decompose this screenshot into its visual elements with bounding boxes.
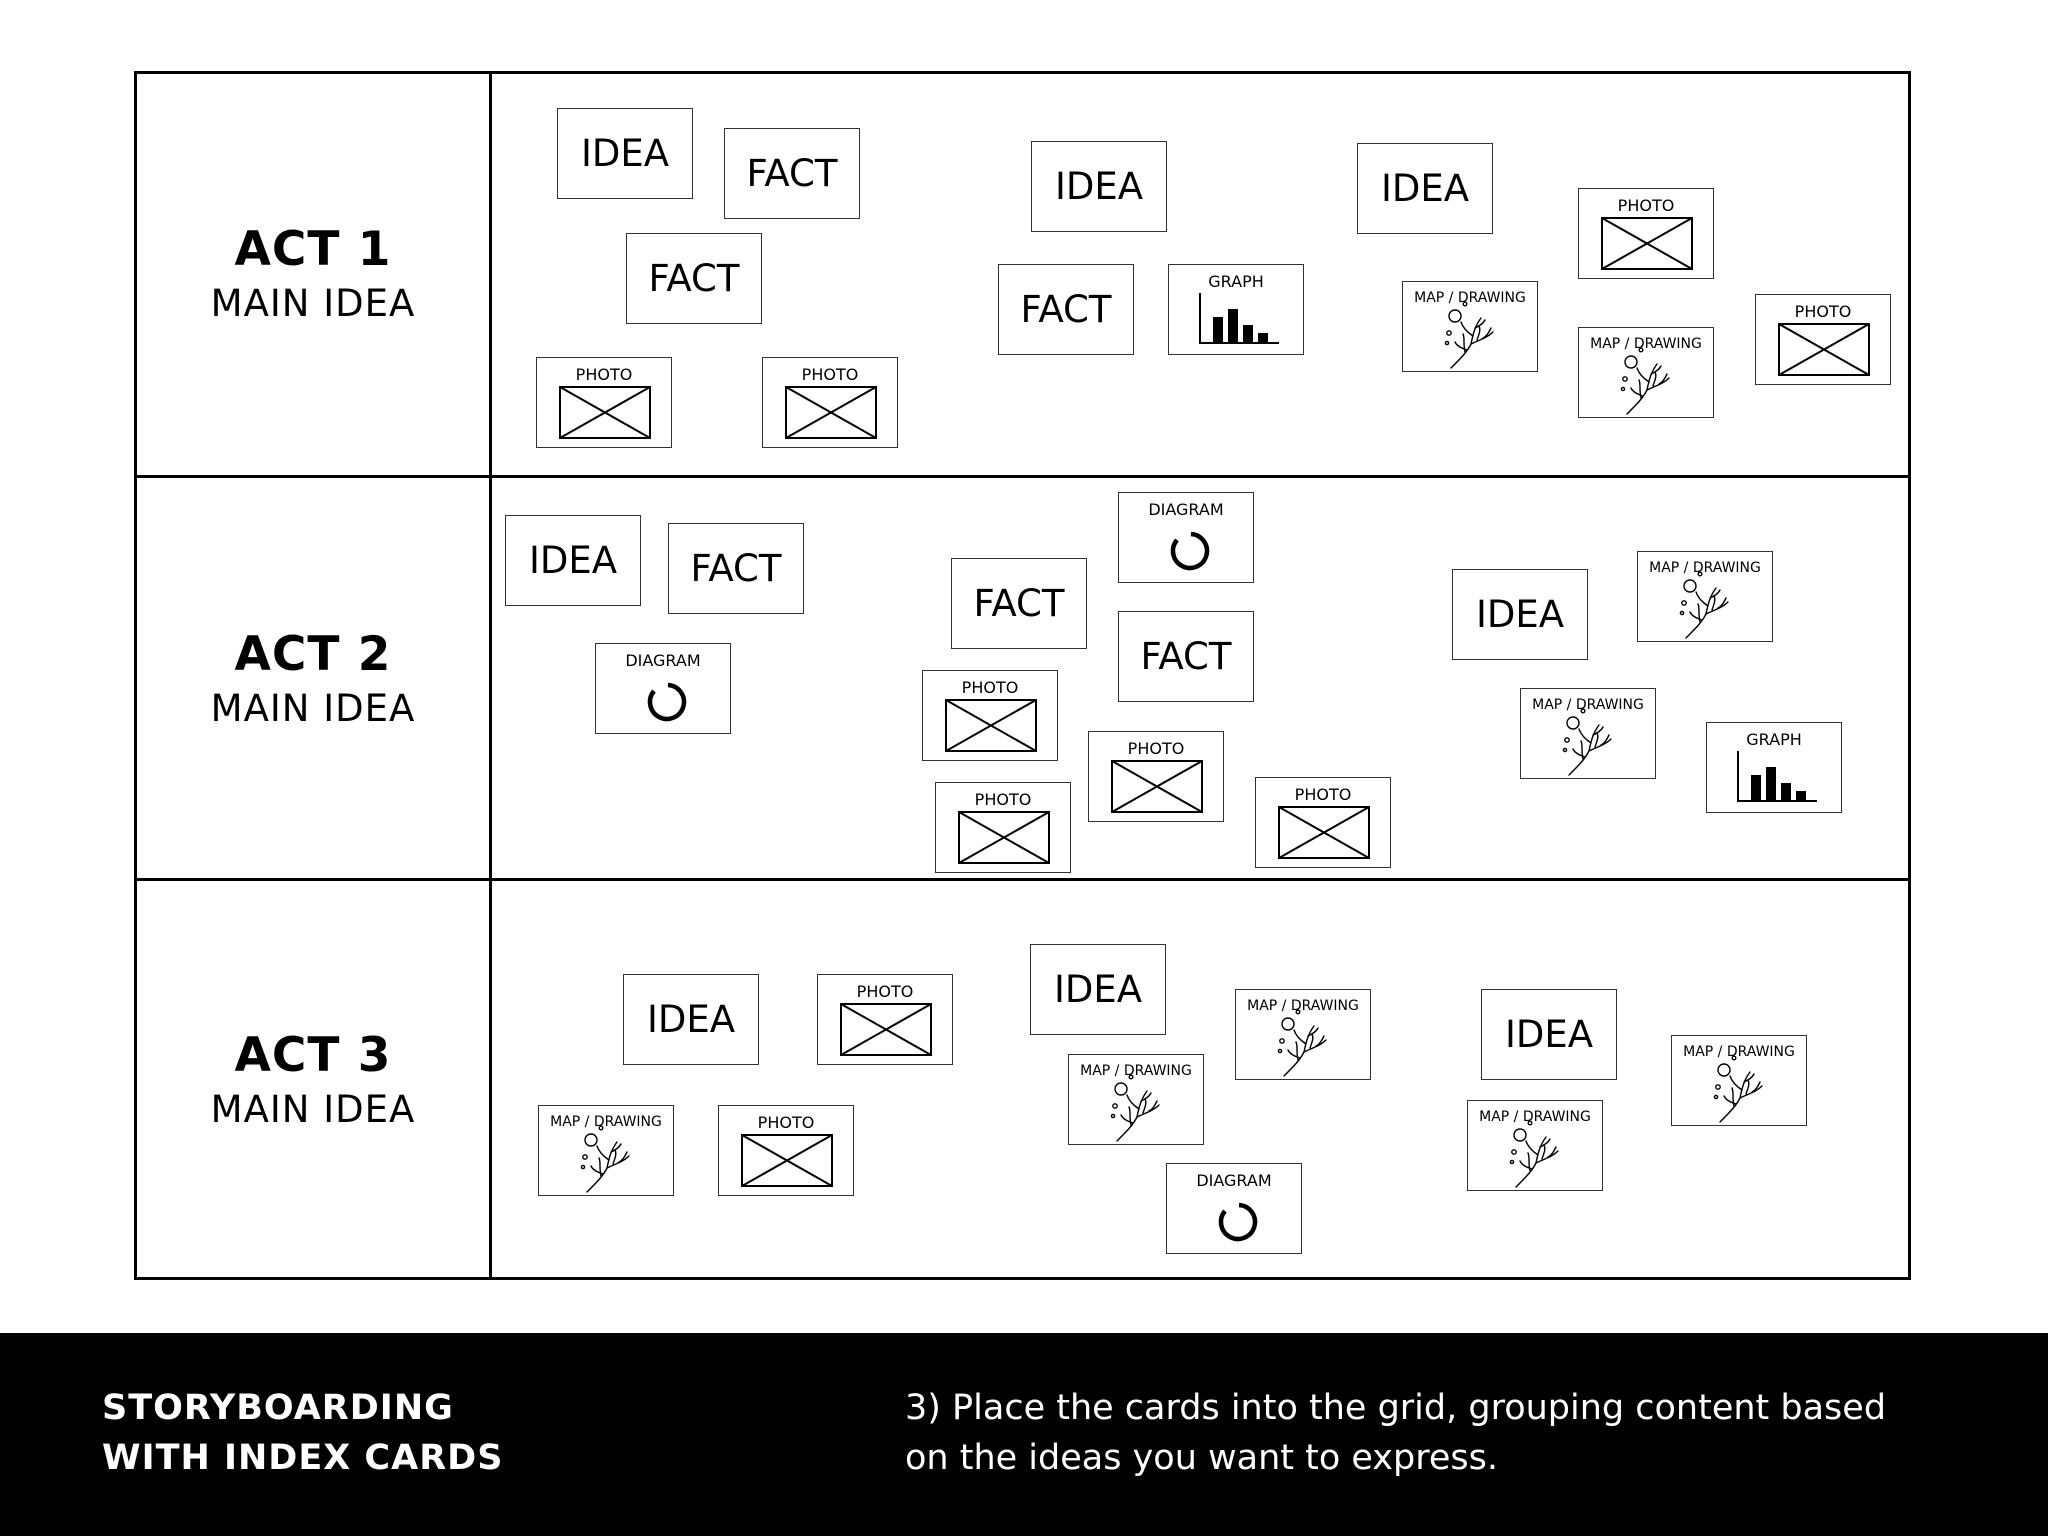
- idea-card: IDEA: [505, 515, 641, 606]
- card-label: IDEA: [1053, 968, 1143, 1011]
- idea-card: IDEA: [1481, 989, 1617, 1080]
- footer-instruction-line: on the ideas you want to express.: [905, 1438, 1498, 1478]
- card-label: DIAGRAM: [1148, 500, 1224, 519]
- map-drawing-card: MAP / DRAWING: [1520, 688, 1656, 779]
- footer-instruction-line: 3) Place the cards into the grid, groupi…: [905, 1388, 1887, 1428]
- diagram-card: DIAGRAM: [1118, 492, 1254, 583]
- act-2-label: ACT 2 MAIN IDEA: [137, 478, 492, 881]
- idea-card: IDEA: [1452, 569, 1588, 660]
- card-label: MAP / DRAWING: [1479, 1109, 1591, 1125]
- fact-card: FACT: [1118, 611, 1254, 702]
- card-label: IDEA: [646, 998, 736, 1041]
- map-drawing-card: MAP / DRAWING: [1402, 281, 1538, 372]
- card-label: DIAGRAM: [1196, 1171, 1272, 1190]
- photo-card: PHOTO: [718, 1105, 854, 1196]
- act-1-row: ACT 1 MAIN IDEA: [137, 74, 1908, 475]
- idea-card: IDEA: [1357, 143, 1493, 234]
- card-label: FACT: [746, 152, 838, 195]
- fact-card: FACT: [998, 264, 1134, 355]
- card-label: MAP / DRAWING: [1590, 336, 1702, 352]
- card-label: GRAPH: [1746, 730, 1802, 749]
- footer-title-line: STORYBOARDING: [102, 1388, 454, 1428]
- map-drawing-card: MAP / DRAWING: [538, 1105, 674, 1196]
- storyboard-grid: ACT 1 MAIN IDEA ACT 2 MAIN IDEA ACT 3 MA…: [134, 71, 1911, 1280]
- footer-title-line: WITH INDEX CARDS: [102, 1438, 504, 1478]
- card-label: FACT: [690, 547, 782, 590]
- photo-card: PHOTO: [762, 357, 898, 448]
- card-label: PHOTO: [856, 982, 914, 1001]
- card-label: IDEA: [1380, 167, 1470, 210]
- card-label: PHOTO: [1294, 785, 1352, 804]
- map-drawing-card: MAP / DRAWING: [1235, 989, 1371, 1080]
- map-drawing-card: MAP / DRAWING: [1068, 1054, 1204, 1145]
- graph-card: GRAPH: [1706, 722, 1842, 813]
- diagram-card: DIAGRAM: [595, 643, 731, 734]
- idea-card: IDEA: [623, 974, 759, 1065]
- act-3-subtitle: MAIN IDEA: [210, 1087, 416, 1131]
- card-label: FACT: [1140, 635, 1232, 678]
- card-label: IDEA: [1475, 593, 1565, 636]
- photo-card: PHOTO: [817, 974, 953, 1065]
- card-label: FACT: [1020, 288, 1112, 331]
- idea-card: IDEA: [557, 108, 693, 199]
- act-2-row: ACT 2 MAIN IDEA: [137, 475, 1908, 881]
- card-label: PHOTO: [1127, 739, 1185, 758]
- diagram-card: DIAGRAM: [1166, 1163, 1302, 1254]
- card-label: PHOTO: [801, 365, 859, 384]
- act-2-subtitle: MAIN IDEA: [210, 686, 416, 730]
- card-label: GRAPH: [1208, 272, 1264, 291]
- idea-card: IDEA: [1031, 141, 1167, 232]
- map-drawing-card: MAP / DRAWING: [1671, 1035, 1807, 1126]
- act-3-label: ACT 3 MAIN IDEA: [137, 881, 492, 1280]
- map-drawing-card: MAP / DRAWING: [1637, 551, 1773, 642]
- fact-card: FACT: [951, 558, 1087, 649]
- card-label: IDEA: [528, 539, 618, 582]
- footer-instruction: 3) Place the cards into the grid, groupi…: [905, 1383, 1965, 1483]
- photo-card: PHOTO: [1578, 188, 1714, 279]
- idea-card: IDEA: [1030, 944, 1166, 1035]
- act-1-title: ACT 1: [234, 221, 392, 277]
- fact-card: FACT: [724, 128, 860, 219]
- card-label: MAP / DRAWING: [1247, 998, 1359, 1014]
- card-label: IDEA: [1054, 165, 1144, 208]
- card-label: MAP / DRAWING: [1649, 560, 1761, 576]
- card-label: IDEA: [1504, 1013, 1594, 1056]
- card-label: PHOTO: [1617, 196, 1675, 215]
- act-2-title: ACT 2: [234, 626, 392, 682]
- card-label: MAP / DRAWING: [550, 1114, 662, 1130]
- act-3-title: ACT 3: [234, 1027, 392, 1083]
- fact-card: FACT: [668, 523, 804, 614]
- footer-title: STORYBOARDING WITH INDEX CARDS: [102, 1383, 503, 1483]
- photo-card: PHOTO: [1755, 294, 1891, 385]
- card-label: PHOTO: [1794, 302, 1852, 321]
- fact-card: FACT: [626, 233, 762, 324]
- card-label: PHOTO: [575, 365, 633, 384]
- map-drawing-card: MAP / DRAWING: [1467, 1100, 1603, 1191]
- photo-card: PHOTO: [1088, 731, 1224, 822]
- map-drawing-card: MAP / DRAWING: [1578, 327, 1714, 418]
- photo-card: PHOTO: [922, 670, 1058, 761]
- card-label: FACT: [648, 257, 740, 300]
- act-1-subtitle: MAIN IDEA: [210, 281, 416, 325]
- footer: STORYBOARDING WITH INDEX CARDS 3) Place …: [0, 1333, 2048, 1536]
- card-label: PHOTO: [757, 1113, 815, 1132]
- card-label: MAP / DRAWING: [1683, 1044, 1795, 1060]
- act-3-row: ACT 3 MAIN IDEA: [137, 878, 1908, 1280]
- card-label: FACT: [973, 582, 1065, 625]
- card-label: DIAGRAM: [625, 651, 701, 670]
- card-label: PHOTO: [974, 790, 1032, 809]
- act-1-label: ACT 1 MAIN IDEA: [137, 74, 492, 475]
- card-label: MAP / DRAWING: [1414, 290, 1526, 306]
- photo-card: PHOTO: [935, 782, 1071, 873]
- card-label: IDEA: [580, 132, 670, 175]
- photo-card: PHOTO: [536, 357, 672, 448]
- card-label: PHOTO: [961, 678, 1019, 697]
- photo-card: PHOTO: [1255, 777, 1391, 868]
- card-label: MAP / DRAWING: [1532, 697, 1644, 713]
- graph-card: GRAPH: [1168, 264, 1304, 355]
- card-label: MAP / DRAWING: [1080, 1063, 1192, 1079]
